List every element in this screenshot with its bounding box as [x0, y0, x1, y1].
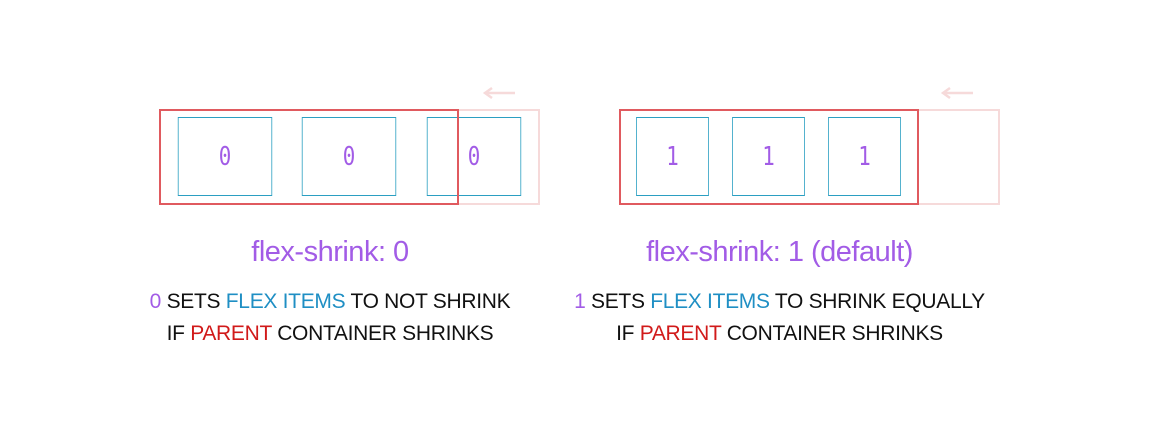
- flex-item: 1: [732, 117, 805, 196]
- shrink-arrow-icon: [940, 86, 973, 100]
- highlight-flex-items: FLEX ITEMS: [225, 290, 346, 313]
- description-text: SETS: [161, 290, 226, 313]
- highlight-flex-items: FLEX ITEMS: [650, 290, 770, 313]
- description-line-2: IF PARENT CONTAINER SHRINKS: [0, 318, 670, 350]
- flex-item: 1: [636, 117, 709, 196]
- description-line-1: 0 SETS FLEX ITEMS TO NOT SHRINK: [0, 286, 670, 318]
- description-text: CONTAINER SHRINKS: [721, 322, 944, 345]
- flex-item: 0: [301, 117, 397, 196]
- flex-item: 0: [426, 117, 522, 196]
- description-line-1: 1 SETS FLEX ITEMS TO SHRINK EQUALLY: [470, 286, 1089, 318]
- highlight-parent: PARENT: [639, 322, 722, 345]
- description-value: 1: [574, 290, 586, 313]
- left-panel: 0 0 0 flex-shrink: 0 0 SETS FLEX ITEMS T…: [0, 86, 670, 350]
- description-text: CONTAINER SHRINKS: [271, 322, 494, 345]
- flex-item: 0: [177, 117, 273, 196]
- parent-container: [159, 109, 459, 205]
- right-panel: 1 1 1 flex-shrink: 1 (default) 1 SETS FL…: [540, 0, 1159, 428]
- description: 1 SETS FLEX ITEMS TO SHRINK EQUALLY IF P…: [470, 286, 1089, 350]
- description-text: TO SHRINK EQUALLY: [769, 290, 985, 313]
- highlight-parent: PARENT: [190, 322, 272, 345]
- description-text: TO NOT SHRINK: [345, 290, 511, 313]
- caption-flex-shrink-0: flex-shrink: 0: [251, 236, 409, 268]
- description-text: IF: [616, 322, 640, 345]
- description-line-2: IF PARENT CONTAINER SHRINKS: [470, 318, 1089, 350]
- description-text: IF: [166, 322, 191, 345]
- description-text: SETS: [585, 290, 651, 313]
- description-value: 0: [149, 290, 162, 313]
- shrink-arrow-icon: [482, 86, 515, 100]
- flex-item: 1: [828, 117, 901, 196]
- caption-flex-shrink-1: flex-shrink: 1 (default): [646, 236, 913, 268]
- parent-container: [619, 109, 919, 205]
- description: 0 SETS FLEX ITEMS TO NOT SHRINK IF PAREN…: [0, 286, 670, 350]
